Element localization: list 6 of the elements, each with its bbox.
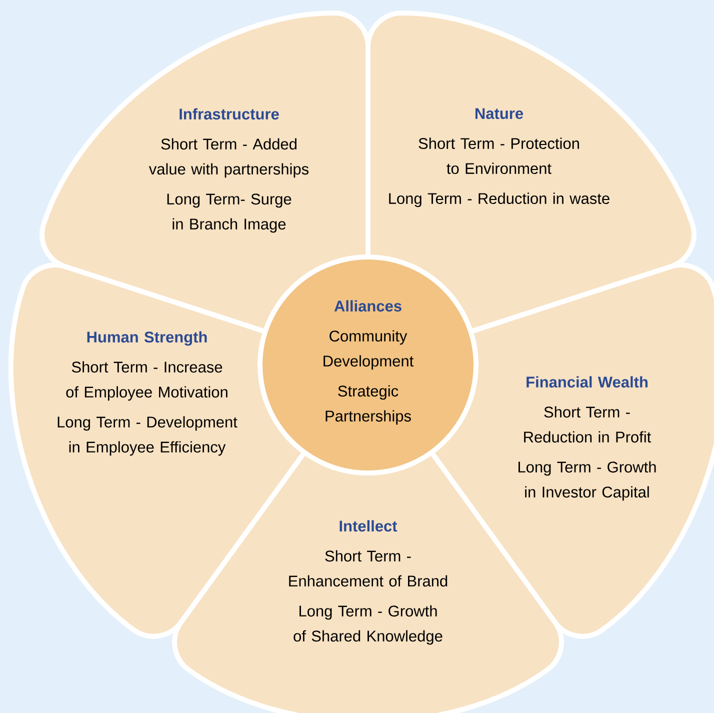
- node-label: Short Term - Reduction in Profit: [524, 406, 652, 443]
- node-label: Short Term - Protection to Environment: [418, 138, 579, 174]
- node-label: Long Term - Growth in Investor Capital: [518, 461, 656, 501]
- node-label: Financial Wealth: [526, 376, 648, 388]
- node-label: Nature: [475, 108, 524, 120]
- node-label: Long Term - Reduction in waste: [389, 192, 610, 208]
